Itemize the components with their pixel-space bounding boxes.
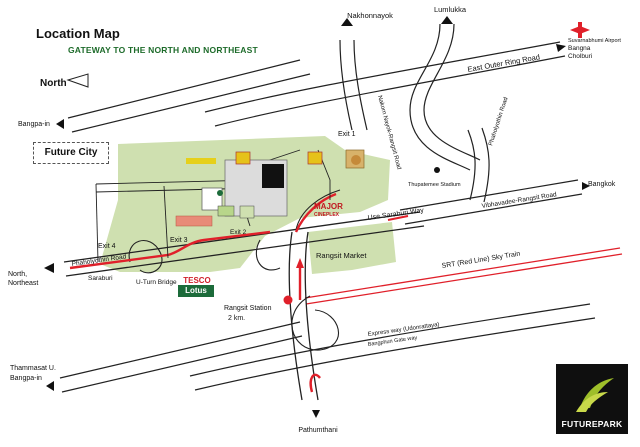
label-uturn: U-Turn Bridge [136,279,177,286]
arrow-lumlukka-icon [441,16,453,24]
access-loops [128,189,341,351]
arrow-north-icon [44,263,54,273]
page-subtitle: GATEWAY TO THE NORTH AND NORTHEAST [68,45,258,55]
arrow-red-up-icon [296,258,304,268]
label-exit-4: Exit 4 [98,243,116,250]
label-rangsit-station-2: 2 km. [228,315,245,322]
label-nakhonnayok: Nakhonnayok [347,11,393,20]
label-pathumthani: Pathumthani [298,427,338,434]
arrow-pathumthani-icon [312,410,320,418]
vibhavadee-road [399,179,583,225]
label-airport-3: Cholburi [568,53,592,60]
phaholyothin-road-right [467,127,490,203]
nakorn-nayok-road [339,39,368,131]
use-saraburi-arrow [387,215,409,221]
label-exit-2: Exit 2 [230,229,247,236]
phaholyothin-road [63,211,425,277]
label-bangpain: Bangpa-in [18,121,50,128]
label-rangsit-station-1: Rangsit Station [224,305,272,312]
arrow-airport-icon [556,44,566,52]
label-airport-2: Bangna [568,45,591,52]
arrow-bangkok-icon [582,182,590,190]
label-thupatemee: Thupatemee Stadium [408,182,461,188]
label-thammasat-2: Bangpa-in [10,375,42,382]
rangsit-market-site [308,222,396,274]
direction-arrows [44,16,590,418]
north-arrow-icon [66,73,89,88]
compass-label: North [40,78,67,89]
major-label: MAJOR [314,202,343,211]
tesco-label: TESCO [183,276,211,285]
expressway [189,303,596,391]
airplane-icon [570,22,590,38]
leaf-icon [576,378,614,412]
futurepark-logo: FUTUREPARK [556,364,628,434]
lumlukka-road [409,23,481,171]
futurepark-text: FUTUREPARK [561,419,623,429]
arrow-thammasat-icon [46,381,54,391]
label-airport-1: Suvarnabhumi Airport [568,38,621,44]
lotus-label: Lotus [178,285,214,297]
arrow-bangpain-icon [56,119,64,129]
major-cineplex-logo: MAJOR CINEPLEX [314,203,356,219]
label-lumlukka: Lumlukka [434,5,467,14]
label-exit-1: Exit 1 [338,131,356,138]
label-use-saraburi: Use Saraburi Way [367,207,424,222]
label-north-ne-1: North, [8,271,27,278]
future-city-label: Future City [33,142,109,164]
outer-ring-road [204,41,566,127]
srt-sky-train [304,247,623,305]
rangsit-station-marker [283,295,293,305]
mall-buildings [175,149,365,227]
bangpain-road [67,59,311,133]
stadium-marker [434,167,440,173]
thammasat-road [59,321,303,393]
label-outer-ring: East Outer Ring Road [467,52,541,74]
label-bangkok: Bangkok [588,181,616,188]
page-title: Location Map [36,26,120,41]
label-exit-3: Exit 3 [170,237,188,244]
cineplex-label: CINEPLEX [314,212,340,218]
arrow-nakhonnayok-icon [341,18,353,26]
label-thammasat-1: Thammasat U. [10,365,56,372]
label-phaholyothin-road-v: Phaholyothin Road [488,97,509,147]
label-srt: SRT (Red Line) Sky Train [441,251,521,270]
label-saraburi: Saraburi [88,275,113,282]
label-north-ne-2: Northeast [8,280,38,287]
label-rangsit-market: Rangsit Market [316,251,367,260]
